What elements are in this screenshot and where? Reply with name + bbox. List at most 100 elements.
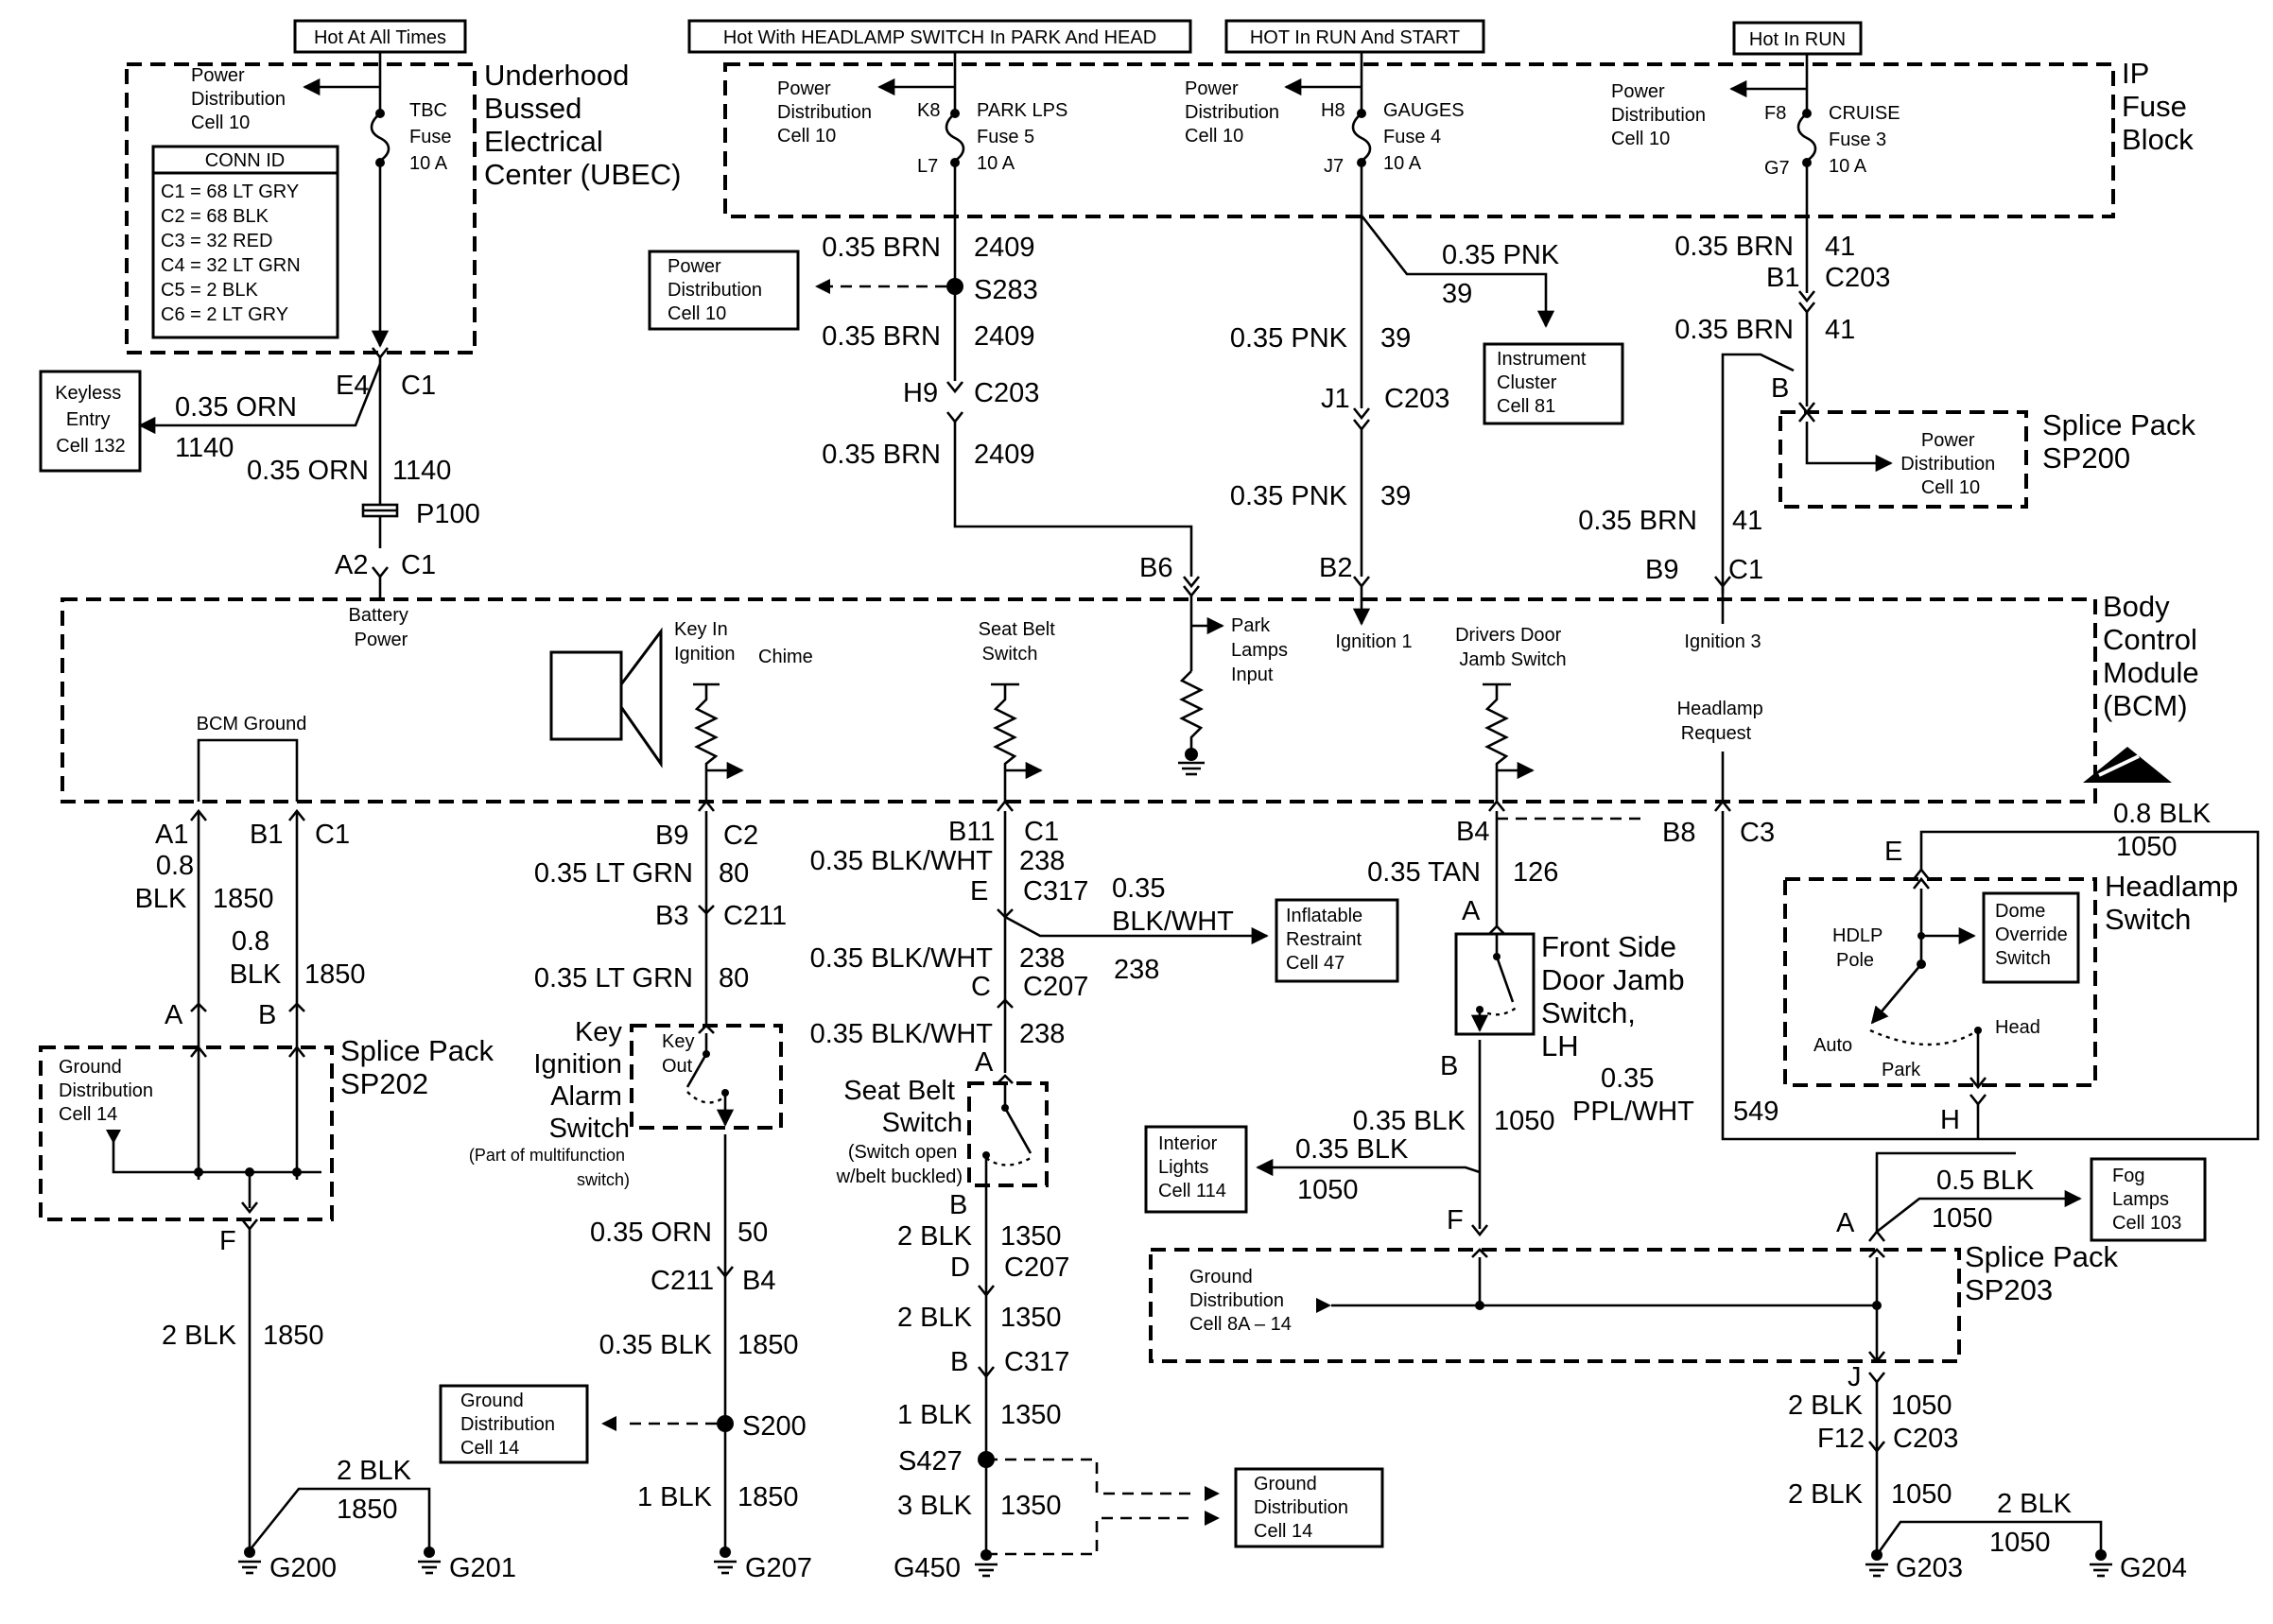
col-park: 0.35 BRN 2409 S283 Power Distribution Ce… xyxy=(648,163,1201,589)
park-fuse-label: PARK LPS Fuse 5 10 A xyxy=(977,100,1073,174)
door-f-connector xyxy=(1470,1224,1489,1237)
b2-label: B2 xyxy=(1319,553,1352,583)
sp203-c203-label: C203 xyxy=(1893,1424,1958,1454)
s200-splice-dot xyxy=(717,1415,734,1432)
door-f-label: F xyxy=(1447,1205,1464,1235)
supply-label-headlamp: Hot With HEADLAMP SWITCH In PARK And HEA… xyxy=(723,27,1156,48)
col-ground: A1 B1 C1 0.8 BLK 1850 0.8 BLK 1850 A B G… xyxy=(39,808,516,1583)
s427-label: S427 xyxy=(898,1446,963,1477)
belt-b11-label: B11 xyxy=(948,817,995,847)
col-key: B9 C2 0.35 LT GRN 80 B3 C211 0.35 LT GRN… xyxy=(439,799,812,1583)
s427-arrow-2 xyxy=(1205,1511,1220,1526)
g207-label: G207 xyxy=(745,1553,812,1583)
g201-ground-icon xyxy=(418,1546,441,1575)
conn-id-table xyxy=(151,145,339,339)
col-headlamp: B8 C3 0.8 BLK 1050 E Dome Override Switc… xyxy=(1572,799,2260,1141)
sp202-dot-a xyxy=(194,1167,203,1177)
hl-c3-label: C3 xyxy=(1740,818,1775,848)
g204-label: G204 xyxy=(2120,1553,2187,1583)
cruise-in-pin: F8 xyxy=(1764,103,1786,124)
e4-connector xyxy=(371,347,390,360)
key-w3-circuit: 50 xyxy=(737,1218,768,1248)
key-switch-title: Key Ignition Alarm Switch xyxy=(533,1017,630,1144)
key-b4-label: B4 xyxy=(742,1266,775,1296)
cruise-return-wire xyxy=(1721,353,1795,594)
key-in-resistor xyxy=(694,684,719,802)
gauges-power-ref: Power Distribution Cell 10 xyxy=(1185,78,1285,147)
bcm-b9-label: B9 xyxy=(1645,555,1678,585)
cruise-w2-circuit: 41 xyxy=(1825,315,1855,345)
conn-id-rows: C1 = 68 LT GRY C2 = 68 BLK C3 = 32 RED C… xyxy=(161,181,305,325)
keyless-branch-wire xyxy=(138,363,382,435)
ubec-power-ref: Power Distribution Cell 10 xyxy=(191,65,291,133)
ubec-dashed-box xyxy=(125,62,477,354)
cruise-fuse-label: CRUISE Fuse 3 10 A xyxy=(1829,103,1905,177)
belt-w4-color: 2 BLK xyxy=(897,1221,973,1252)
s200-ground-box-label: Ground Distribution Cell 14 xyxy=(460,1391,561,1459)
cruise-fuse-icon xyxy=(1796,112,1817,163)
hl-pole-blade xyxy=(1870,963,1922,1025)
ground-c1-label: C1 xyxy=(315,820,350,850)
sp202-inner-a xyxy=(189,1045,208,1058)
door-resistor xyxy=(1484,684,1509,802)
ground-wa-circuit: 1850 xyxy=(213,884,274,914)
ground-wb-circuit: 1850 xyxy=(304,959,366,990)
h9-connector xyxy=(946,381,964,394)
sp203-dot-f xyxy=(1475,1301,1484,1310)
belt-w3-color: 0.35 BLK/WHT xyxy=(810,1019,994,1049)
key-b9-connector xyxy=(697,799,716,812)
sp202-title: Splice Pack SP202 xyxy=(340,1034,502,1100)
g204-ground-icon xyxy=(2090,1549,2112,1578)
belt-c-label: C xyxy=(971,972,991,1002)
belt-b11-connector xyxy=(996,799,1015,812)
p100-label: P100 xyxy=(416,499,480,529)
sp203-j-connector xyxy=(1867,1372,1886,1385)
fog-branch-wire xyxy=(1876,1189,2082,1234)
sp203-w2-color: 2 BLK xyxy=(1788,1479,1864,1510)
sp203-w1-circuit: 1050 xyxy=(1891,1391,1952,1421)
belt-c1-label: C1 xyxy=(1024,817,1059,847)
conn-id-title: CONN ID xyxy=(205,150,285,171)
instrument-cluster-label: Instrument Cluster Cell 81 xyxy=(1497,349,1591,417)
ubec-fuse-icon xyxy=(370,112,390,163)
interior-lights-box xyxy=(1144,1125,1248,1214)
sp203-a-connector xyxy=(1867,1229,1886,1242)
airbag-branch-color-2: BLK/WHT xyxy=(1112,907,1234,937)
belt-a-connector xyxy=(997,1074,1014,1084)
keyless-entry-label: Keyless Entry Cell 132 xyxy=(55,383,127,457)
fog-branch-color: 0.5 BLK xyxy=(1936,1166,2035,1196)
cruise-w2-color: 0.35 BRN xyxy=(1674,315,1794,345)
cruise-w1-color: 0.35 BRN xyxy=(1674,232,1794,262)
col-sp203: A 0.5 BLK 1050 Fog Lamps Cell 103 Ground… xyxy=(1149,1151,2207,1583)
park-power-box-label: Power Distribution Cell 10 xyxy=(668,256,768,324)
b6-connector xyxy=(1182,576,1201,589)
fog-lamps-label: Fog Lamps Cell 103 xyxy=(2112,1166,2181,1234)
hl-head-label: Head xyxy=(1995,1017,2040,1038)
interior-branch-circuit: 1050 xyxy=(1297,1175,1359,1205)
hl-park-label: Park xyxy=(1882,1060,1921,1080)
airbag-branch-circuit: 238 xyxy=(1114,955,1159,985)
hl-h-inner-connector xyxy=(1969,1077,1987,1090)
ubec-fuse-label: TBC Fuse 10 A xyxy=(409,100,457,174)
key-c211b-connector xyxy=(716,1266,735,1279)
ground-wb-color-2: BLK xyxy=(230,959,282,990)
inflatable-restraint-box xyxy=(1275,898,1399,983)
f12-label: F12 xyxy=(1817,1424,1865,1454)
park-out-pin: L7 xyxy=(917,156,938,177)
belt-w5-circuit: 1350 xyxy=(1000,1303,1062,1333)
sp202-dashed-box xyxy=(39,1045,334,1221)
b1-connector xyxy=(1797,290,1816,303)
fog-lamps-box xyxy=(2090,1157,2207,1242)
belt-w1-color: 0.35 BLK/WHT xyxy=(810,846,994,876)
hl-switch-dotted-arc xyxy=(1869,1028,1979,1046)
supply-label-run-start: HOT In RUN And START xyxy=(1250,27,1460,48)
cruise-w3-circuit: 41 xyxy=(1732,506,1762,536)
sp203-ref-arrow xyxy=(1316,1298,1331,1313)
sp203-headlamp-wire xyxy=(1875,1151,2016,1232)
park-input-resistor xyxy=(1179,670,1204,752)
cluster-branch-color: 0.35 PNK xyxy=(1442,240,1560,270)
headlamp-request-label: Headlamp Request xyxy=(1677,699,1769,744)
sp203-dot-a xyxy=(1872,1301,1882,1310)
hl-b8-connector xyxy=(1713,799,1732,812)
